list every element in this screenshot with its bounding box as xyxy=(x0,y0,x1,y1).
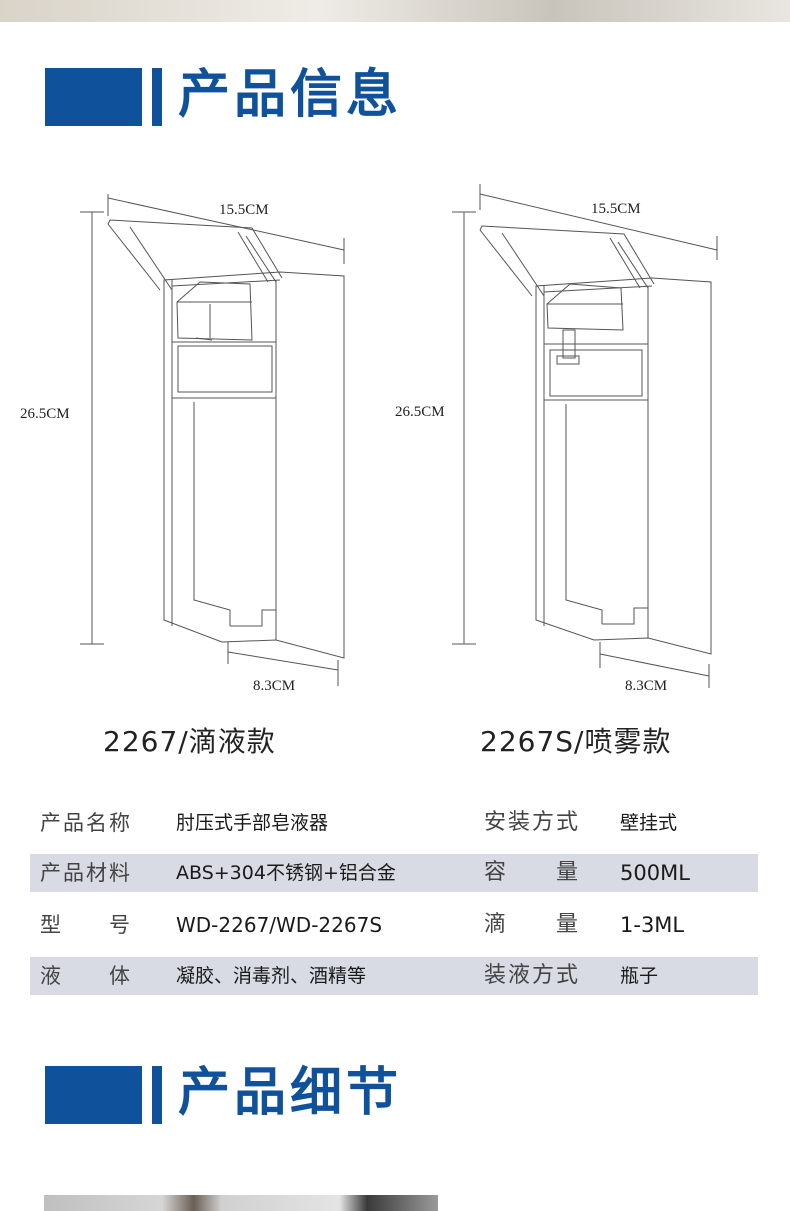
spec-value: 瓶子 xyxy=(620,965,659,987)
spec-value: 肘压式手部皂液器 xyxy=(176,812,329,834)
spec-value: ABS+304不锈钢+铝合金 xyxy=(176,862,396,884)
spec-key: 型 号 xyxy=(40,913,132,937)
spec-key: 产品名称 xyxy=(40,811,132,835)
spec-key: 容 量 xyxy=(484,860,581,885)
depth-dimension: 8.3CM xyxy=(253,678,296,694)
spec-value: 凝胶、消毒剂、酒精等 xyxy=(176,965,367,987)
spec-key: 产品材料 xyxy=(40,861,132,885)
top-photo-strip xyxy=(0,0,790,22)
spec-key: 液 体 xyxy=(40,964,132,988)
width-dimension: 15.5CM xyxy=(219,202,269,218)
spec-key: 安装方式 xyxy=(484,810,581,835)
spec-value: 1-3ML xyxy=(620,913,685,937)
spec-row: 产品名称 肘压式手部皂液器 安装方式 壁挂式 xyxy=(30,804,758,842)
dispenser-spray-svg xyxy=(452,184,718,688)
spec-value: 500ML xyxy=(620,861,690,885)
spec-row: 液 体 凝胶、消毒剂、酒精等 装液方式 瓶子 xyxy=(30,957,758,995)
header-bar xyxy=(152,68,162,126)
spec-row: 型 号 WD-2267/WD-2267S 滴 量 1-3ML xyxy=(30,906,758,944)
width-dimension: 15.5CM xyxy=(591,201,641,217)
spec-value: 壁挂式 xyxy=(620,812,678,834)
dispenser-drip-svg xyxy=(80,194,345,686)
header-block xyxy=(45,1066,142,1124)
dispenser-drawing-spray: 15.5CM 26.5CM 8.3CM xyxy=(395,180,790,700)
spec-key: 滴 量 xyxy=(484,912,581,937)
height-dimension: 26.5CM xyxy=(20,406,70,422)
section-title: 产品信息 xyxy=(178,65,403,125)
spec-value: WD-2267/WD-2267S xyxy=(176,913,383,937)
spec-row: 产品材料 ABS+304不锈钢+铝合金 容 量 500ML xyxy=(30,854,758,892)
section-title: 产品细节 xyxy=(178,1063,403,1123)
spec-key: 装液方式 xyxy=(484,963,581,988)
depth-dimension: 8.3CM xyxy=(625,678,668,694)
header-bar xyxy=(152,1066,162,1124)
detail-photo-strip xyxy=(44,1195,438,1211)
header-block xyxy=(45,68,142,126)
dispenser-drawing-drip: 15.5CM 26.5CM 8.3CM xyxy=(0,180,395,700)
model-label-drip: 2267/滴液款 xyxy=(103,725,276,758)
height-dimension: 26.5CM xyxy=(395,404,445,420)
model-label-spray: 2267S/喷雾款 xyxy=(480,725,672,758)
